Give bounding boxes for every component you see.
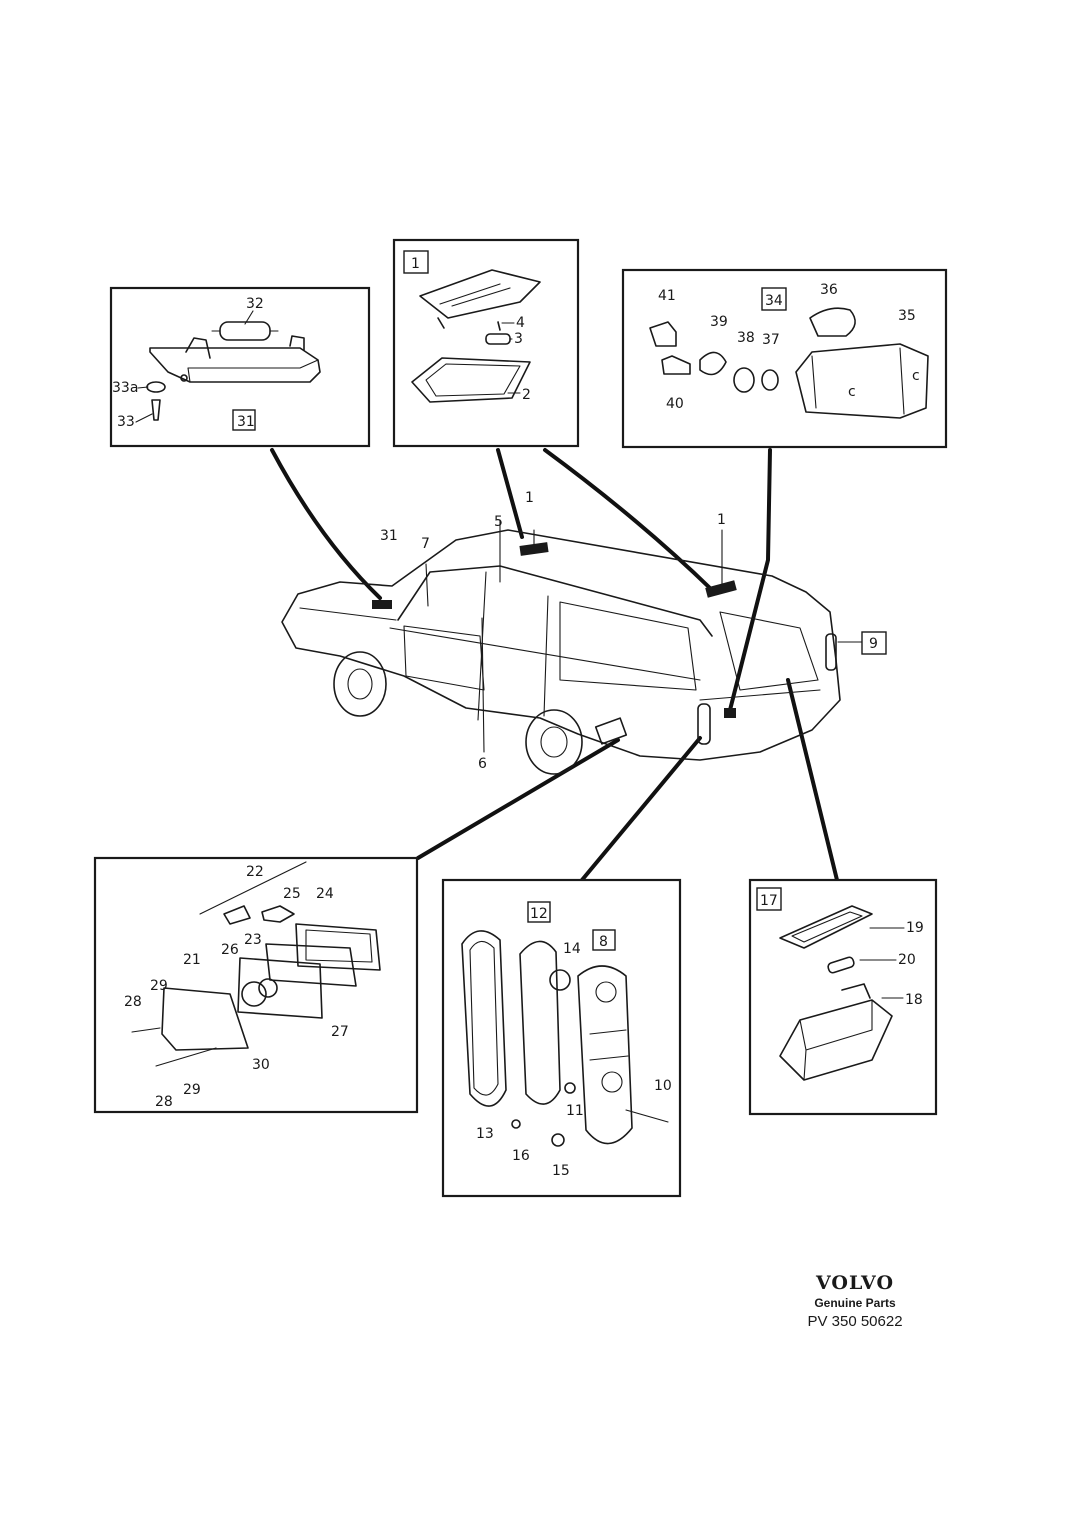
- group-box: [403, 250, 429, 274]
- callout-label: 14: [563, 941, 581, 957]
- panel-17: 17 19 20 18: [748, 878, 938, 1116]
- callout-label: 27: [331, 1024, 349, 1040]
- callout-label: 24: [316, 886, 334, 902]
- group-number: 9: [869, 636, 878, 652]
- callout-label: 33: [117, 414, 135, 430]
- callout-label: 28: [124, 994, 142, 1010]
- callout-label: 25: [283, 886, 301, 902]
- svg-text:c: c: [912, 368, 920, 384]
- callout-label: 3: [514, 331, 523, 347]
- group-number: 12: [530, 906, 548, 922]
- callout-label: 21: [183, 952, 201, 968]
- callout-label: 20: [898, 952, 916, 968]
- callout-label: 41: [658, 288, 676, 304]
- svg-text:c: c: [848, 384, 856, 400]
- genuine-parts-caption: Genuine Parts: [814, 1296, 896, 1310]
- callout-label: 37: [762, 332, 780, 348]
- group-box: [756, 887, 782, 911]
- callout-label: 29: [150, 978, 168, 994]
- callout-label: 11: [566, 1103, 584, 1119]
- callout-label: 19: [906, 920, 924, 936]
- callout-label: 26: [221, 942, 239, 958]
- callout-label: 22: [246, 864, 264, 880]
- callout-label: 7: [421, 536, 430, 552]
- group-box: [232, 409, 256, 431]
- car-labels: 31 7 5 1 1 6 9: [380, 490, 887, 772]
- callout-label: 15: [552, 1163, 570, 1179]
- panel-1: 1 4 3 2: [392, 238, 580, 448]
- marker-lamp-drawing: c c: [649, 307, 929, 419]
- panel-12-8: 12 8 14 10 11 13 16 15: [441, 878, 682, 1198]
- callout-label: 13: [476, 1126, 494, 1142]
- side-marker-drawing: [131, 905, 381, 1067]
- panel-22: 22 25 24 26 23 21 29 28 27 30 29 28: [93, 856, 419, 1114]
- callout-label: 16: [512, 1148, 530, 1164]
- group-box: [761, 287, 787, 311]
- callout-label: 30: [252, 1057, 270, 1073]
- group-number: 34: [765, 293, 783, 309]
- group-number: 17: [760, 893, 778, 909]
- callout-label: 40: [666, 396, 684, 412]
- panel-34: 34 c c 41 36 35 39 38 37 40: [621, 268, 948, 449]
- callout-label: 29: [183, 1082, 201, 1098]
- group-box: [592, 929, 616, 951]
- callout-label: 1: [525, 490, 534, 506]
- callout-label: 6: [478, 756, 487, 772]
- callout-label: 36: [820, 282, 838, 298]
- part-number: PV 350 50622: [807, 1313, 903, 1330]
- callout-label: 10: [654, 1078, 672, 1094]
- courtesy-lamp-drawing: [411, 269, 541, 403]
- plate-lamp-drawing: [779, 905, 893, 1081]
- group-box: [527, 901, 551, 923]
- callout-label: 23: [244, 932, 262, 948]
- callout-label: 33a: [112, 380, 138, 396]
- tail-lamp-drawing: [461, 930, 669, 1147]
- interior-lamp-drawing: [146, 321, 321, 421]
- panel-31-labels: 32 33a 33 31: [112, 296, 264, 431]
- car-drawing: [281, 519, 841, 775]
- callout-label: 39: [710, 314, 728, 330]
- callout-label: 18: [905, 992, 923, 1008]
- callout-label: 32: [246, 296, 264, 312]
- callout-label: 38: [737, 330, 755, 346]
- callout-label: 35: [898, 308, 916, 324]
- callout-label: 1: [717, 512, 726, 528]
- callout-label: 31: [380, 528, 398, 544]
- callout-label: 28: [155, 1094, 173, 1110]
- leader-lines: [270, 448, 839, 882]
- group-number: 1: [411, 256, 420, 272]
- callout-label: 5: [494, 514, 503, 530]
- group-number: 31: [237, 414, 255, 430]
- panel-31: 32 33a 33 31: [109, 286, 371, 448]
- callout-label: 4: [516, 315, 525, 331]
- group-number: 8: [599, 934, 608, 950]
- group-box: [861, 631, 887, 655]
- volvo-logo: VOLVO: [815, 1272, 895, 1294]
- brand-footer: VOLVO Genuine Parts PV 350 50622: [790, 1272, 920, 1330]
- callout-label: 2: [522, 387, 531, 403]
